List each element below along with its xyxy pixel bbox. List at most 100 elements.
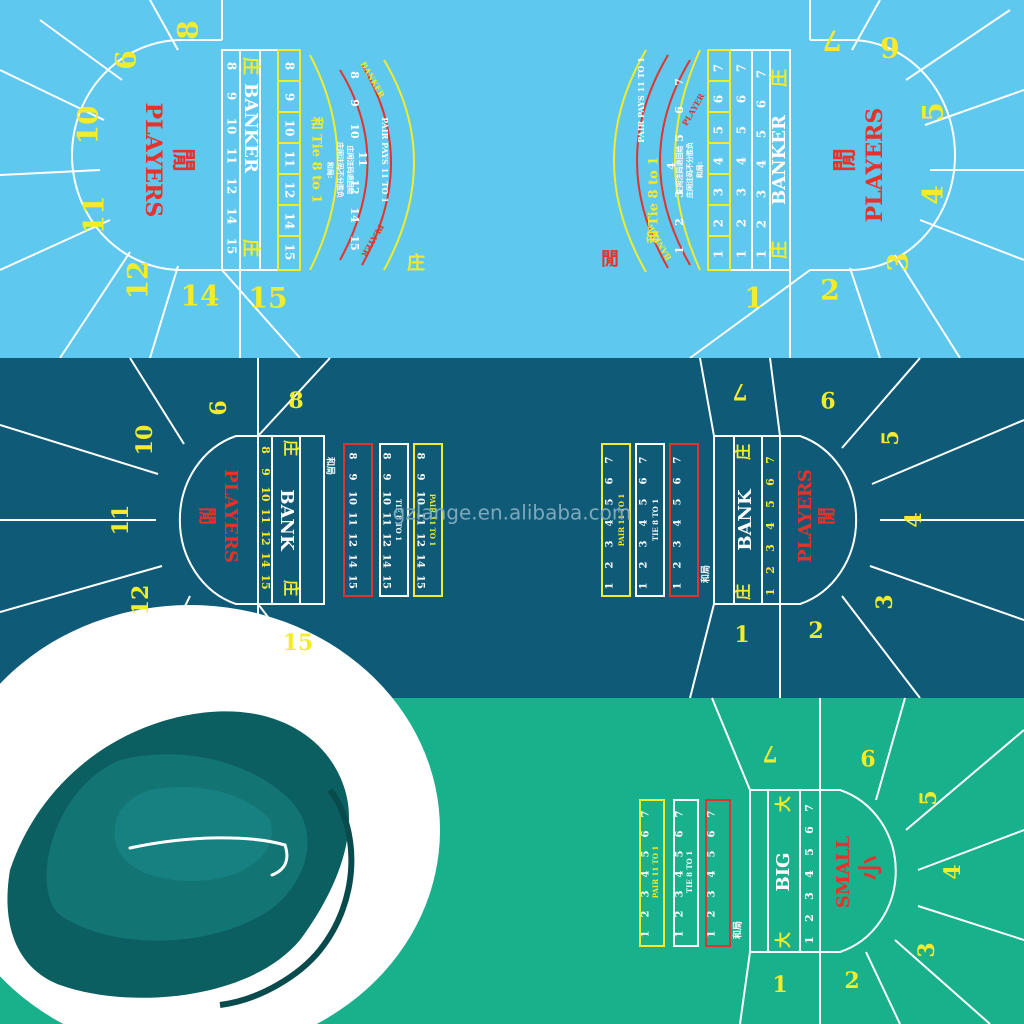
right-bank-word: BANK: [735, 488, 756, 551]
left-box-num: 10: [283, 120, 297, 137]
tie-text: TIE 8 TO 1: [685, 851, 694, 893]
left-box-num: 12: [225, 178, 239, 195]
left-pair-pays: PAIR PAYS 11 TO 1: [380, 117, 390, 203]
bet-num: 3: [707, 890, 718, 897]
bet-num: 6: [707, 830, 718, 837]
left-bet-num: 8: [415, 453, 426, 460]
right-layout: [689, 0, 1024, 359]
seat-number-left: 10: [132, 425, 158, 456]
right-box-num: 7: [712, 64, 726, 72]
left-bet-num: 10: [381, 491, 392, 505]
left-bet-num: 14: [415, 554, 426, 568]
right-bet-num: 3: [605, 540, 616, 547]
bet-num: 6: [641, 830, 652, 837]
panel-light-blue-bg: [0, 0, 1024, 358]
left-box-num: 10: [225, 118, 239, 135]
right-box-num: 6: [735, 95, 749, 103]
seat-number-right: 4: [901, 512, 927, 527]
seat-number-right: 7: [732, 378, 747, 404]
seat-number-left: 8: [288, 388, 303, 414]
left-box-num: 8: [283, 62, 297, 70]
left-bet-boxes-teal: [343, 443, 443, 597]
seat-number-left: 14: [181, 280, 220, 313]
right-bet-num: 4: [639, 519, 650, 526]
right-small-title: SMALL: [833, 836, 854, 909]
right-bet-num: 2: [639, 561, 650, 568]
seat-number-right: 3: [882, 252, 915, 271]
right-bet-num: 6: [605, 477, 616, 484]
watermark: gzlange.en.alibaba.com: [393, 501, 632, 525]
center-player-cn: 閒: [601, 249, 619, 270]
right-box-num: 6: [764, 478, 777, 486]
right-box-num: 7: [735, 64, 749, 72]
seat-number-right: 3: [914, 942, 940, 957]
right-bank-cn: 庄: [734, 444, 753, 460]
right-box-num: 3: [764, 544, 777, 552]
bet-num: 1: [707, 931, 718, 938]
seat-number-left: 8: [172, 20, 205, 39]
bet-num: 5: [707, 850, 718, 857]
right-box-num: 1: [803, 936, 816, 944]
right-banker-cn: 庄: [768, 241, 790, 259]
right-bet-num: 7: [639, 456, 650, 463]
bet-num: 4: [675, 870, 686, 877]
right-box-num: 2: [803, 914, 816, 922]
right-tie-text: 和 Tie 8 to 1: [646, 157, 662, 244]
players-semicircle-right: [810, 39, 956, 271]
right-pair-num: 5: [673, 134, 686, 142]
seat-number-right: 3: [872, 594, 898, 609]
seat-number-right: 9: [860, 744, 875, 770]
left-cn-rule: 和局: [325, 456, 337, 475]
seat-number-right: 1: [744, 282, 763, 315]
left-bet-num: 10: [415, 491, 426, 505]
left-pair-num: 15: [348, 235, 361, 250]
right-players-cn: 閒: [830, 148, 859, 172]
right-bet-num: 6: [673, 477, 684, 484]
left-box-num: 14: [225, 208, 239, 225]
left-tie-text: 和 Tie 8 to 1: [309, 117, 325, 204]
right-box-num: 7: [755, 70, 769, 78]
seat-number-left: 6: [206, 400, 232, 415]
right-box-num: 1: [755, 250, 769, 258]
right-banker-word: BANKER: [769, 114, 790, 205]
right-bet-num: 3: [673, 540, 684, 547]
right-bet-num: 7: [605, 456, 616, 463]
seat-number-right: 6: [880, 31, 899, 64]
seat-number-right: 4: [917, 185, 950, 204]
right-big-cn: 大: [774, 932, 793, 948]
folded-cloth: [7, 711, 355, 1008]
seat-number-right: 4: [940, 864, 966, 879]
left-pair-arc: [309, 54, 415, 271]
bet-num: 7: [707, 810, 718, 817]
left-bet-num: 10: [347, 491, 358, 505]
left-players-title: PLAYERS: [140, 103, 166, 218]
right-box-num: 5: [735, 126, 749, 134]
left-box-num: 15: [283, 244, 297, 261]
left-bet-num: 12: [347, 533, 358, 547]
left-pair-num: 11: [356, 151, 369, 166]
seat-number-left: 15: [249, 282, 288, 315]
left-box-num: 10: [259, 486, 272, 502]
right-box-num: 4: [803, 870, 816, 878]
seat-number-right: 7: [822, 24, 841, 57]
left-bank-word: BANK: [276, 489, 297, 552]
left-pair-num: 10: [348, 123, 361, 139]
left-bet-num: 11: [381, 512, 392, 526]
right-pair-num: 7: [673, 78, 686, 86]
left-pair-text: PAIR 11 TO 1: [428, 494, 437, 547]
left-banker-cn: 庄: [240, 239, 262, 257]
left-box-num: 11: [225, 148, 239, 165]
right-box-num: 5: [712, 126, 726, 134]
seat-number-left: 11: [108, 505, 134, 536]
left-box-num: 8: [225, 62, 239, 70]
left-bet-num: 11: [415, 512, 426, 526]
seat-number-left: 15: [283, 630, 314, 656]
pair-text: PAIR 11 TO 1: [651, 846, 660, 899]
bet-num: 1: [675, 931, 686, 938]
right-box-num: 4: [764, 522, 777, 530]
right-box-num: 2: [755, 220, 769, 228]
right-pair-pays: PAIR PAYS 11 TO 1: [636, 57, 646, 143]
bet-num: 2: [675, 910, 686, 917]
right-tie-text: TIE 8 TO 1: [651, 499, 660, 541]
